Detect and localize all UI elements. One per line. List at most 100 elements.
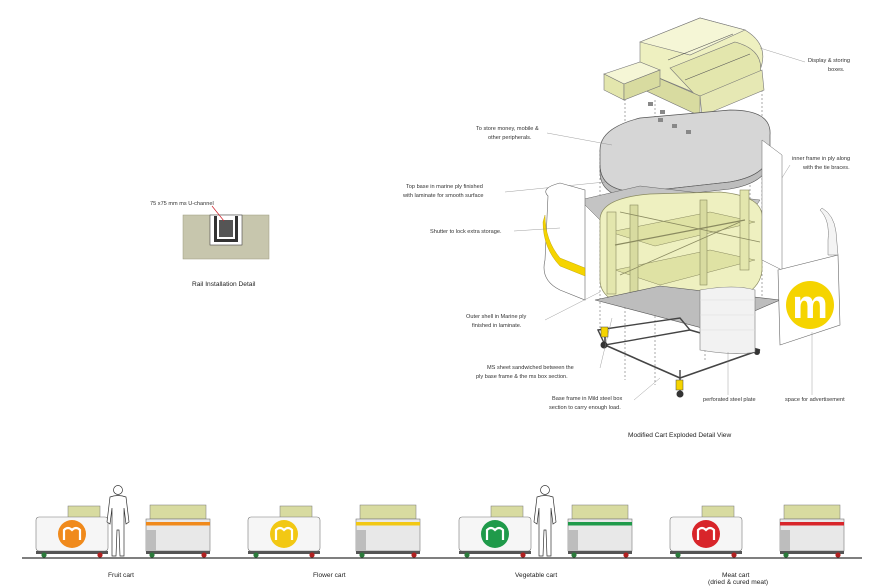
inner-frame: inner frame in ply along with the tie br… [599,156,850,311]
wheel [731,552,737,558]
cart-top-box [67,505,101,519]
cart-end-panel [780,530,790,551]
cart-front-view [669,505,743,558]
cart-top-box [783,504,841,520]
cart-base [670,551,742,554]
cart-base [356,551,420,554]
cart-top-box [490,505,524,519]
wheel [149,552,155,558]
cart-base [146,551,210,554]
cart-name: Vegetable cart [515,572,557,579]
cart-base [568,551,632,554]
label-ms-sheet-1: MS sheet sandwiched between the [487,365,574,371]
cart-logo-circle [692,520,720,548]
cart-base [36,551,108,554]
wheel [600,341,608,349]
cart-logo-m [696,526,716,540]
advert-logo-circle [786,281,834,329]
cart-side-view [779,504,845,558]
wheel [675,552,681,558]
wheel [201,552,207,558]
label-display-boxes-1: Display & storing [808,58,850,64]
cart-top-box [571,504,629,520]
cart-end-panel [568,530,578,551]
cart-base [248,551,320,554]
rail-installation-detail: 75 x75 mm ms U-channel Rail Installation… [150,201,270,288]
cart-color-stripe [780,522,844,526]
exploded-view-title: Modified Cart Exploded Detail View [628,432,731,439]
label-base-frame-1: Base frame in Mild steel box [552,396,622,402]
label-perforated: perforated steel plate [703,397,756,403]
label-store-money-1: To store money, mobile & [476,126,539,132]
cart-logo-m [274,526,294,540]
exploded-view: Display & storing boxes. To store money,… [402,17,850,439]
label-top-base-1: Top base in marine ply finished [406,184,483,190]
label-ms-sheet-2: ply base frame & the ms box section. [476,374,568,380]
cart-side-view [355,504,421,558]
display-boxes: Display & storing boxes. [603,17,850,117]
cart-end-panel [356,530,366,551]
wheel [411,552,417,558]
wheel [571,552,577,558]
wheel [359,552,365,558]
cart-elevations [35,504,845,558]
cart-subtitle: (dried & cured meat) [708,579,768,586]
cart-name: Fruit cart [108,572,134,579]
label-advert: space for advertisement [785,397,845,403]
channel-label: 75 x75 mm ms U-channel [150,201,214,207]
cart-front-view [247,505,321,558]
wheel [676,390,684,398]
wheel [835,552,841,558]
label-outer-shell-2: finished in laminate. [472,323,522,329]
cart-color-stripe [356,522,420,526]
label-top-base-2: with laminate for smooth surface [402,193,484,199]
advert-logo-letter: m [792,283,828,327]
wheel [309,552,315,558]
cart-name: Flower cart [313,572,346,579]
label-outer-shell-1: Outer shell in Marine ply [466,314,527,320]
wheel [41,552,47,558]
yellow-stripe [542,214,586,277]
human-figure [533,485,557,557]
rail-core [219,220,233,237]
wheel [754,349,760,355]
cart-logo-m [485,526,505,540]
cart-end-panel [146,530,156,551]
cart-logo-m [62,526,82,540]
label-inner-frame-2: with the tie braces. [802,165,850,171]
rail-detail-title: Rail Installation Detail [192,281,256,288]
cart-base [459,551,531,554]
cart-logo-circle [481,520,509,548]
advert-panel: m space for advertisement [777,207,845,403]
outer-shell-back [761,139,783,271]
perforated-plate: perforated steel plate [699,286,756,403]
cart-color-stripe [146,522,210,526]
cart-top-box [359,504,417,520]
cart-top-box [149,504,207,520]
label-inner-frame-1: inner frame in ply along [792,156,850,162]
cart-logo-circle [58,520,86,548]
human-figure [106,485,130,557]
cart-side-view [567,504,633,558]
top-base: To store money, mobile & other periphera… [402,102,771,200]
label-display-boxes-2: boxes. [828,67,845,73]
wheel [783,552,789,558]
cart-front-view [35,505,109,558]
cart-logo-circle [270,520,298,548]
wheel [97,552,103,558]
label-shutter: Shutter to lock extra storage. [430,229,502,235]
cart-front-view [458,505,532,558]
wheel [253,552,259,558]
cart-top-box [701,505,735,519]
wheel [623,552,629,558]
cart-name: Meat cart [722,572,750,579]
channel-leader [211,205,225,222]
cart-base [780,551,844,554]
label-store-money-2: other peripherals. [488,135,532,141]
cart-color-stripe [568,522,632,526]
cart-top-box [279,505,313,519]
wheel [520,552,526,558]
cart-side-view [145,504,211,558]
